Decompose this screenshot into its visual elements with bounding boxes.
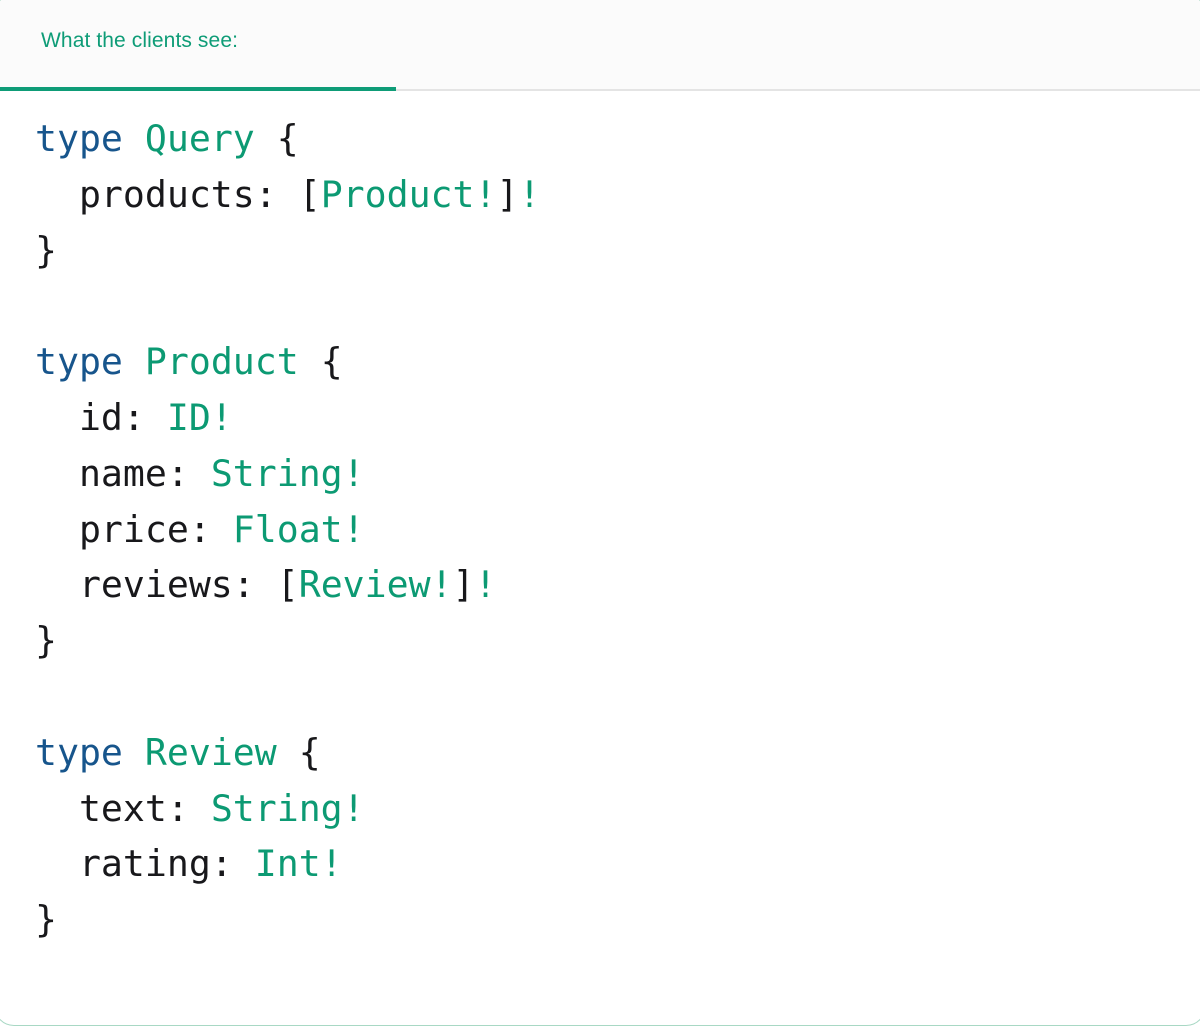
code-line: id: ID! [35, 390, 1200, 446]
code-line: reviews: [Review!]! [35, 557, 1200, 613]
code-token: name: [35, 451, 211, 495]
code-token: reviews: [35, 563, 277, 607]
code-token: Int! [254, 842, 343, 886]
code-line: type Query { [35, 111, 1200, 167]
code-token: id: [35, 395, 167, 439]
code-token: price: [35, 507, 233, 551]
tab-label: What the clients see: [41, 29, 239, 52]
code-line: type Review { [35, 725, 1200, 781]
code-token [123, 340, 145, 383]
code-token: } [35, 898, 57, 942]
code-line: name: String! [35, 446, 1200, 502]
code-line: } [35, 892, 1200, 948]
code-token: Product [144, 340, 299, 384]
tab-what-the-clients-see[interactable]: What the clients see: [0, 0, 396, 91]
code-token: Float! [232, 507, 365, 551]
code-token: Review [144, 730, 277, 774]
code-token: type [35, 117, 123, 160]
code-line [35, 669, 1200, 725]
code-token: String! [210, 786, 365, 830]
tab-bar: What the clients see: [0, 0, 1200, 91]
code-line: } [35, 613, 1200, 669]
code-token: text: [35, 786, 211, 830]
code-token: products: [35, 172, 299, 216]
code-line: products: [Product!]! [35, 167, 1200, 223]
code-token: Query [144, 117, 255, 160]
code-token: { [254, 117, 299, 160]
code-line: rating: Int! [35, 836, 1200, 892]
code-token: Product! [320, 172, 497, 216]
code-line: text: String! [35, 781, 1200, 837]
code-token: [ [276, 563, 299, 607]
code-token: ! [518, 172, 541, 216]
code-token [123, 117, 145, 160]
graphql-schema-code[interactable]: type Query { products: [Product!]!}type … [0, 111, 1200, 948]
code-token: rating: [35, 842, 255, 886]
code-token: } [35, 619, 57, 663]
code-token: { [276, 730, 321, 774]
code-token: [ [298, 172, 321, 216]
code-line [35, 278, 1200, 334]
code-line: type Product { [35, 334, 1200, 390]
code-token: ] [452, 563, 475, 607]
code-token: ID! [166, 395, 233, 439]
code-token: Review! [298, 563, 453, 607]
code-token: ] [496, 172, 519, 216]
code-token: } [35, 228, 57, 272]
code-token: { [298, 340, 343, 384]
code-line: price: Float! [35, 502, 1200, 558]
code-token: type [35, 340, 123, 384]
code-token: type [35, 730, 123, 774]
code-token [123, 731, 145, 774]
code-panel: type Query { products: [Product!]!}type … [0, 91, 1200, 948]
code-token: ! [474, 563, 497, 607]
code-token: String! [210, 451, 365, 495]
code-line: } [35, 223, 1200, 279]
